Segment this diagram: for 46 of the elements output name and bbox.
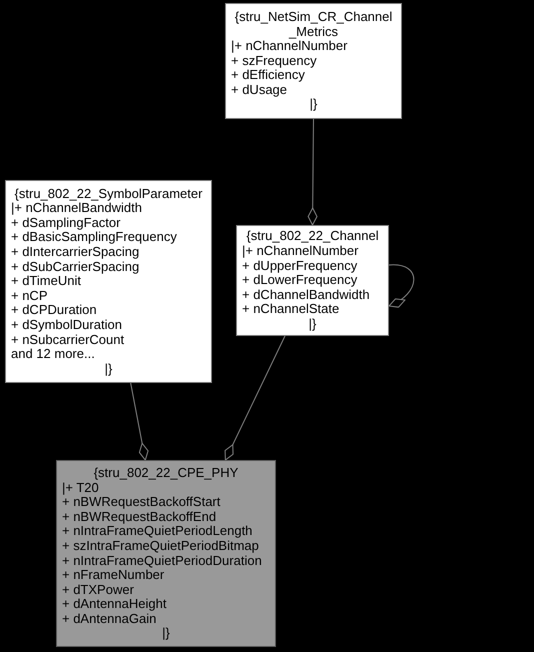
member-field: + dCPDuration	[11, 303, 97, 318]
member-field: + dAntennaGain	[62, 612, 156, 626]
member-field: + dUsage	[231, 82, 288, 98]
aggregation-connector	[224, 336, 286, 460]
record-end: |}	[308, 316, 316, 332]
member-field: + szIntraFrameQuietPeriodBitmap	[62, 538, 259, 554]
member-field: + dBasicSamplingFrequency	[11, 230, 177, 246]
class-box	[5, 180, 212, 383]
member-field: |+ nChannelNumber	[231, 39, 348, 54]
member-field: |+ nChannelBandwidth	[11, 201, 142, 216]
member-field: + nChannelState	[242, 302, 340, 317]
member-field: + dUpperFrequency	[242, 258, 358, 274]
member-field: + nBWRequestBackoffEnd	[62, 510, 216, 524]
member-field: + szFrequency	[231, 54, 317, 68]
member-field: + nFrameNumber	[62, 568, 164, 583]
member-field: + dIntercarrierSpacing	[11, 245, 140, 260]
member-field: + dChannelBandwidth	[242, 288, 370, 302]
record-end: |}	[162, 626, 170, 642]
aggregation-connector	[388, 264, 414, 307]
member-field: |+ nChannelNumber	[242, 244, 358, 259]
member-field: + nSubcarrierCount	[11, 332, 124, 348]
class-name: {stru_802_22_SymbolParameter	[14, 186, 202, 202]
member-field: + nBWRequestBackoffStart	[62, 495, 220, 510]
member-field: + dAntennaHeight	[62, 597, 166, 612]
class-name: {stru_802_22_CPE_PHY	[94, 466, 238, 481]
member-field: + dTimeUnit	[11, 274, 81, 289]
member-field: + dSamplingFactor	[11, 216, 120, 230]
member-field: + dSymbolDuration	[11, 318, 122, 333]
member-field: and 12 more...	[11, 347, 95, 362]
member-field: |+ T20	[62, 480, 99, 496]
member-field: + nCP	[11, 288, 48, 304]
record-end: |}	[310, 97, 318, 112]
aggregation-connector	[130, 382, 149, 460]
member-field: + dTXPower	[62, 582, 134, 598]
member-field: + nIntraFrameQuietPeriodLength	[62, 524, 252, 539]
member-field: + dSubCarrierSpacing	[11, 260, 140, 274]
class-box	[56, 460, 276, 647]
member-field: + nIntraFrameQuietPeriodDuration	[62, 554, 262, 568]
aggregation-connector	[308, 118, 318, 226]
class-name: {stru_NetSim_CR_Channel _Metrics	[234, 10, 394, 40]
class-box	[236, 225, 389, 336]
member-field: + dEfficiency	[231, 68, 305, 83]
class-name: {stru_802_22_Channel	[246, 229, 379, 244]
member-field: + dLowerFrequency	[242, 273, 358, 288]
class-box	[225, 3, 402, 119]
record-end: |}	[104, 362, 112, 376]
